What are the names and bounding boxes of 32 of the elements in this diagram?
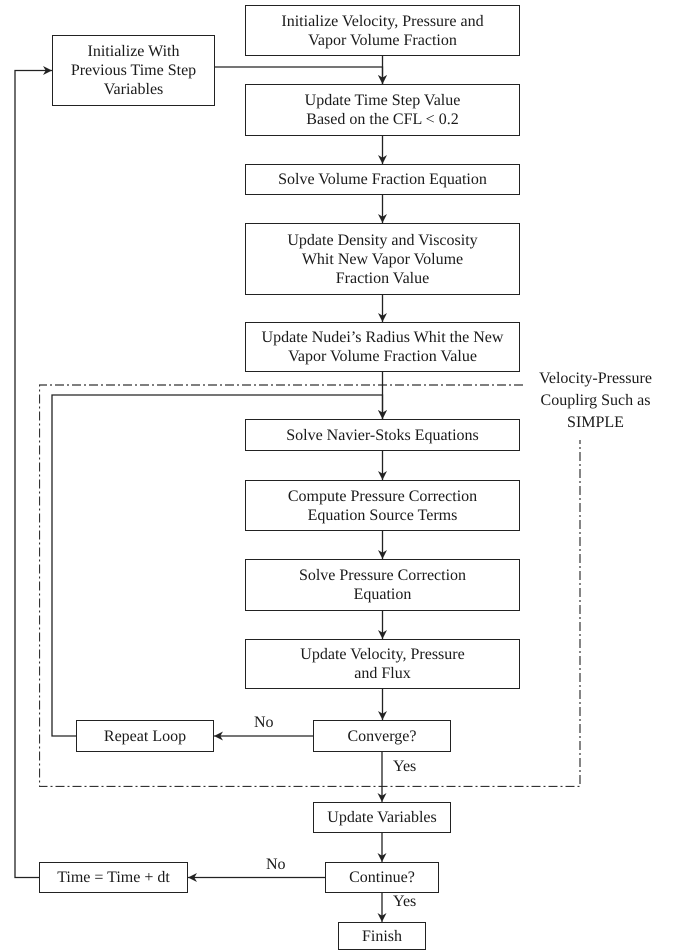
process-box: Update Nudei’s Radius Whit the New Vapor Volume Fraction Value xyxy=(245,322,520,372)
process-box: Converge? xyxy=(313,720,451,752)
process-box: Time = Time + dt xyxy=(39,862,188,893)
arrow xyxy=(378,893,386,922)
arrow xyxy=(378,611,387,639)
arrow xyxy=(14,66,52,878)
arrow xyxy=(51,394,387,737)
process-box: Update Time Step Value Based on the CFL < 0.2 xyxy=(245,84,520,136)
arrow xyxy=(214,732,313,740)
arrow xyxy=(378,195,387,223)
arrow xyxy=(378,833,386,862)
arrow xyxy=(378,689,387,720)
process-box: Repeat Loop xyxy=(76,720,214,752)
process-box: Initialize Velocity, Pressure and Vapor Volume Fraction xyxy=(245,5,520,56)
process-box: Update Density and Viscosity Whit New Vapor Volume Fraction Value xyxy=(245,223,520,295)
arrow xyxy=(378,295,387,322)
process-box: Compute Pressure Correction Equation Source Terms xyxy=(245,480,520,531)
process-box: Solve Volume Fraction Equation xyxy=(245,164,520,195)
region-heading: Velocity-Pressure Couplirg Such as SIMPLE xyxy=(538,369,653,433)
arrow xyxy=(378,451,387,480)
arrow xyxy=(378,136,387,164)
arrow xyxy=(378,752,386,802)
process-box: Continue? xyxy=(325,862,439,893)
arrow xyxy=(378,531,387,559)
process-box: Solve Pressure Correction Equation xyxy=(245,559,520,611)
process-box: Solve Navier-Stoks Equations xyxy=(245,419,520,451)
process-box: Initialize With Previous Time Step Variables xyxy=(52,35,215,106)
process-box: Finish xyxy=(338,922,426,950)
arrow xyxy=(215,66,387,84)
arrow xyxy=(188,873,325,882)
process-box: Update Variables xyxy=(313,802,451,833)
process-box: Update Velocity, Pressure and Flux xyxy=(245,639,520,689)
